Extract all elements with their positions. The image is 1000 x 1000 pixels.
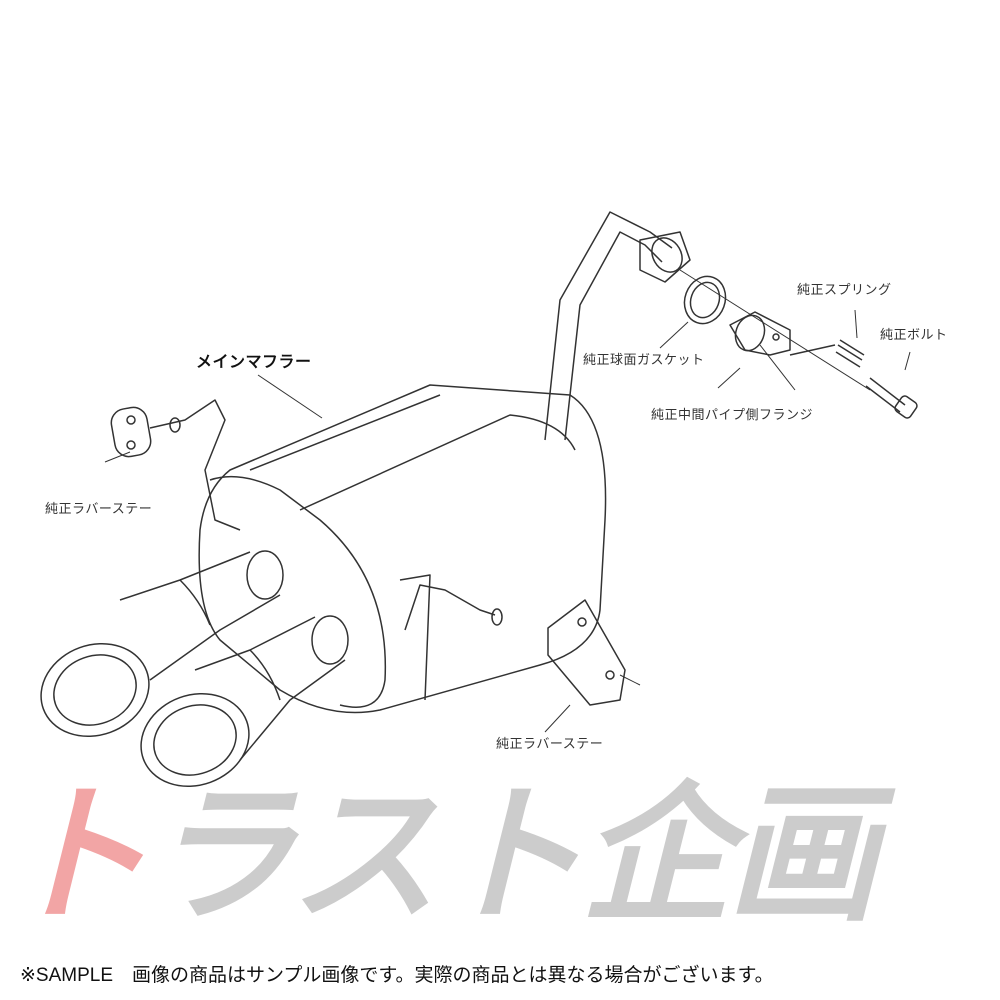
leader-lines — [104, 309, 911, 733]
rubber-stay-right — [404, 584, 626, 706]
label-gasket: 純正球面ガスケット — [583, 353, 705, 368]
watermark-logo: トラスト企画 — [0, 775, 877, 935]
spring — [789, 339, 865, 368]
label-bolt: 純正ボルト — [880, 328, 948, 343]
flange — [729, 311, 791, 356]
label-rubber-stay-left: 純正ラバーステー — [45, 502, 153, 517]
label-rubber-stay-right: 純正ラバーステー — [496, 737, 604, 752]
rubber-stay-left — [110, 399, 241, 531]
sample-disclaimer: ※SAMPLE 画像の商品はサンプル画像です。実際の商品とは異なる場合がございま… — [20, 965, 774, 986]
bolt — [865, 377, 918, 419]
tailpipe-upper — [40, 550, 284, 738]
tailpipe-lower — [140, 615, 349, 788]
label-spring: 純正スプリング — [797, 283, 892, 298]
muffler-body — [198, 384, 607, 714]
inlet-pipe — [544, 211, 691, 441]
label-flange: 純正中間パイプ側フランジ — [651, 408, 814, 423]
label-main-muffler: メインマフラー — [196, 352, 312, 371]
gasket — [683, 275, 727, 325]
